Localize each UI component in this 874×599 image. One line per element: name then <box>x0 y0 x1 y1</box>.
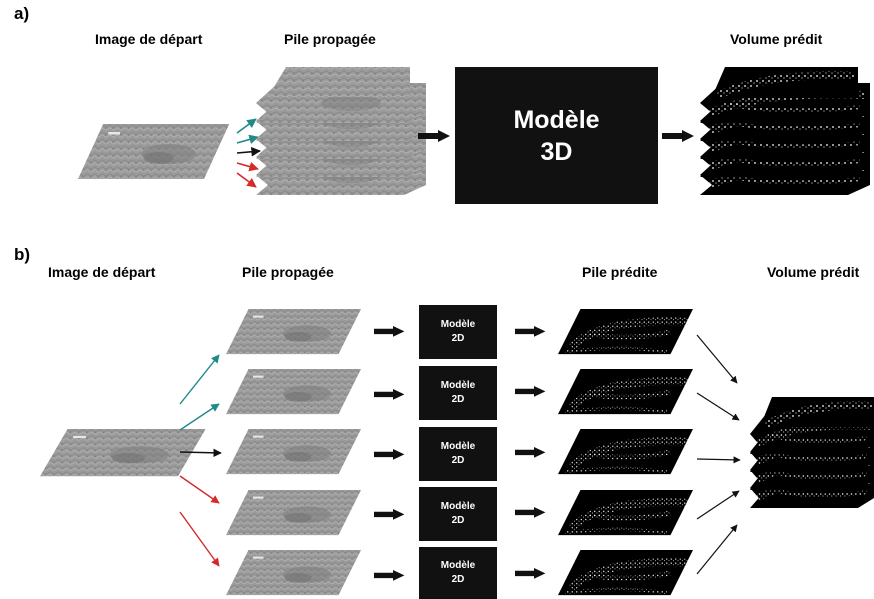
panel-b-predicted-stack-label: Pile prédite <box>582 264 658 280</box>
panel-a-start-label: Image de départ <box>95 31 203 47</box>
panel-b-propagated-label: Pile propagée <box>242 264 334 280</box>
panel-b-volume-label: Volume prédit <box>767 264 860 280</box>
model-2d-line1: Modèle <box>440 380 476 391</box>
panel-b-start-label: Image de départ <box>48 264 156 280</box>
model-2d-line2: 2D <box>451 333 465 344</box>
model-2d-line1: Modèle <box>440 319 476 330</box>
panel-b-letter: b) <box>14 245 31 264</box>
panel-a-letter: a) <box>14 4 30 23</box>
model-2d-box: Modèle 2D <box>419 487 497 541</box>
model-3d-line1: Modèle <box>513 105 600 134</box>
model-2d-box: Modèle 2D <box>419 427 497 481</box>
panel-a-propagated-stack <box>256 67 426 195</box>
panel-a-predicted-volume <box>700 67 870 195</box>
panel-b-propagated-slices <box>226 309 361 596</box>
model-2d-box: Modèle 2D <box>419 366 497 420</box>
panel-a-volume-label: Volume prédit <box>730 31 823 47</box>
model-3d-box: Modèle 3D <box>455 67 658 204</box>
panel-b-predicted-slices <box>558 309 693 595</box>
panel-b-fanout-arrows <box>179 354 222 567</box>
model-2d-box: Modèle 2D <box>419 305 497 359</box>
model-2d-line1: Modèle <box>440 560 476 571</box>
panel-b-arrows-from-models <box>515 326 546 579</box>
model-2d-line2: 2D <box>451 394 465 405</box>
panel-a-propagated-label: Pile propagée <box>284 31 376 47</box>
panel-a-source-arrows <box>236 118 261 188</box>
panel-b-merge-arrows <box>696 334 741 575</box>
panel-b-predicted-volume <box>750 397 874 508</box>
model-2d-box: Modèle 2D <box>419 547 497 599</box>
model-2d-line2: 2D <box>451 455 465 466</box>
panel-a-arrow-to-volume <box>662 130 694 142</box>
model-2d-line1: Modèle <box>440 501 476 512</box>
panel-b-arrows-to-models <box>374 326 405 581</box>
model-2d-line2: 2D <box>451 515 465 526</box>
model-2d-line1: Modèle <box>440 441 476 452</box>
model-3d-line2: 3D <box>540 137 573 166</box>
model-2d-line2: 2D <box>451 574 465 585</box>
panel-a-start-image <box>78 124 230 179</box>
